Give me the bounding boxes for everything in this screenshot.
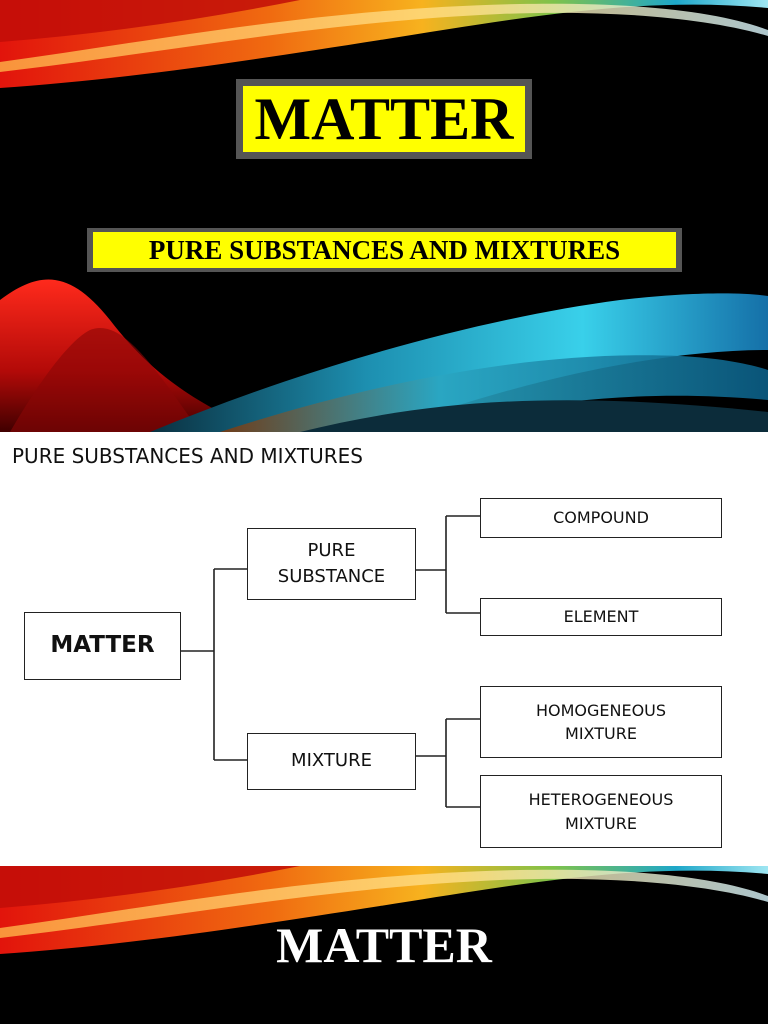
slide-title: MATTER <box>243 86 525 152</box>
footer-slide: MATTER <box>0 866 768 1024</box>
node-pure-substance-label: PURE SUBSTANCE <box>277 539 386 587</box>
subtitle-frame: PURE SUBSTANCES AND MIXTURES <box>87 228 682 272</box>
wave-background-footer <box>0 866 768 954</box>
diagram-heading: PURE SUBSTANCES AND MIXTURES <box>12 444 363 468</box>
footer-title: MATTER <box>276 917 492 973</box>
node-mixture: MIXTURE <box>247 733 416 790</box>
node-pure-substance: PURE SUBSTANCE <box>247 528 416 600</box>
node-mixture-label: MIXTURE <box>291 750 372 772</box>
title-slide: MATTER PURE SUBSTANCES AND MIXTURES <box>0 0 768 432</box>
node-element: ELEMENT <box>480 598 722 636</box>
node-homogeneous-mixture: HOMOGENEOUS MIXTURE <box>480 686 722 758</box>
node-matter-label: MATTER <box>50 632 155 659</box>
node-heterogeneous-mixture: HETEROGENEOUS MIXTURE <box>480 775 722 848</box>
title-frame: MATTER <box>236 79 532 159</box>
slide-subtitle: PURE SUBSTANCES AND MIXTURES <box>93 232 676 268</box>
node-compound: COMPOUND <box>480 498 722 538</box>
node-matter: MATTER <box>24 612 181 680</box>
wave-background <box>0 0 768 432</box>
connector-lines <box>181 515 480 808</box>
node-compound-label: COMPOUND <box>553 508 649 528</box>
node-homogeneous-label: HOMOGENEOUS MIXTURE <box>535 700 667 743</box>
diagram-slide: PURE SUBSTANCES AND MIXTURES MATTER PURE… <box>0 432 768 866</box>
node-element-label: ELEMENT <box>563 607 639 627</box>
node-heterogeneous-label: HETEROGENEOUS MIXTURE <box>528 790 674 833</box>
